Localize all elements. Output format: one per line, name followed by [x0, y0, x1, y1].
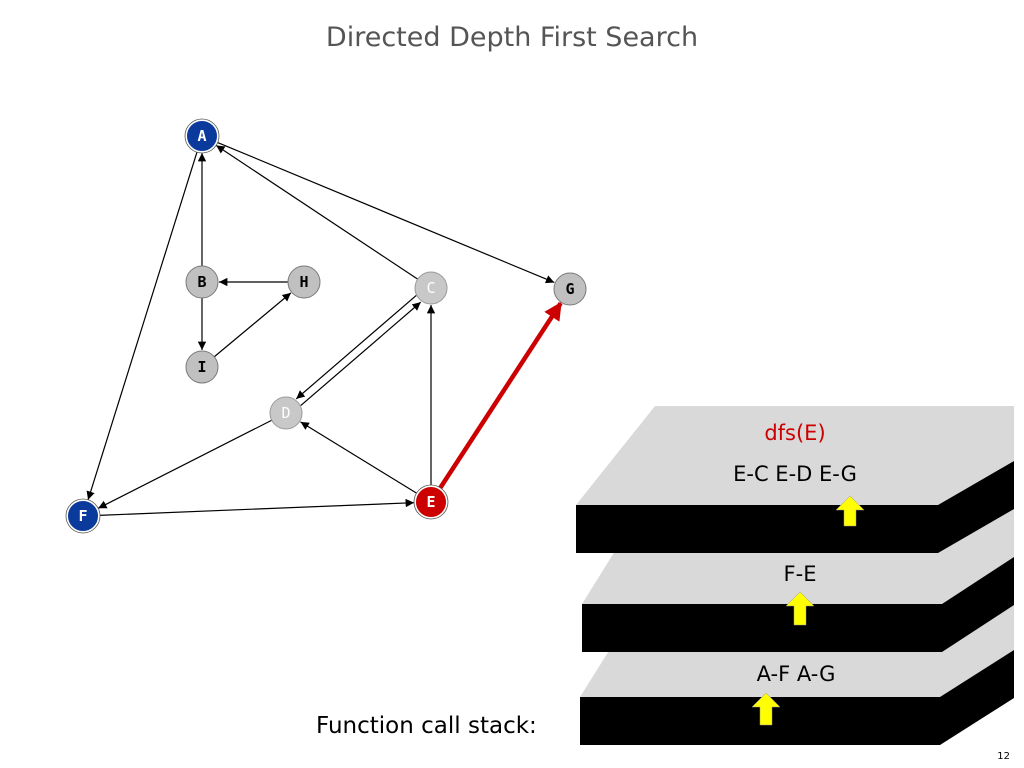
stack-frame-call: dfs(E): [764, 421, 825, 445]
node-label: H: [299, 273, 308, 291]
node-circle: [553, 272, 587, 306]
page-number: 12: [997, 751, 1010, 762]
node-ring: [65, 498, 101, 534]
node-circle: [66, 499, 100, 533]
edge-c-a: [215, 144, 419, 280]
nodes-layer: A B H I C G D F E: [65, 118, 587, 534]
node-label: G: [565, 280, 574, 298]
node-label: A: [197, 127, 206, 145]
yellow-up-arrow-icon: [751, 692, 781, 726]
stack-caption: Function call stack:: [316, 713, 537, 739]
node-ring: [184, 118, 220, 154]
edge-a-f: [86, 151, 198, 500]
node-label: B: [197, 273, 206, 291]
node-circle: [287, 265, 321, 299]
stack-slab-top-face: [576, 406, 1014, 505]
stack-slab-front-face: [582, 604, 942, 652]
stack-slab-side-face: [942, 557, 1014, 652]
stack-slab-front-face: [576, 505, 938, 553]
edge-f-e: [98, 498, 415, 516]
stack-slab-side-face: [940, 650, 1014, 745]
node-circle: [185, 119, 219, 153]
node-e: E: [413, 484, 449, 520]
node-label: E: [426, 493, 435, 511]
node-circle: [414, 485, 448, 519]
edge-i-h: [213, 292, 292, 358]
stack-frame-edges: A-F A-G: [757, 662, 836, 686]
edge-e-d: [300, 421, 418, 495]
edge-a-g: [216, 141, 555, 284]
edge-d-c: [300, 301, 422, 407]
slide-title: Directed Depth First Search: [325, 22, 699, 53]
stack-slab-side-face: [938, 461, 1014, 553]
edges-layer: [86, 141, 563, 516]
node-circle: [414, 271, 448, 305]
node-f: F: [65, 498, 101, 534]
node-label: D: [281, 404, 290, 422]
node-label: C: [426, 279, 435, 297]
node-ring: [413, 484, 449, 520]
node-b: B: [185, 265, 219, 299]
node-h: H: [287, 265, 321, 299]
stack-frame-edges: F-E: [784, 562, 817, 586]
node-c: C: [414, 271, 448, 305]
node-d: D: [269, 396, 303, 430]
yellow-up-arrow-icon: [835, 495, 865, 527]
yellow-up-arrow-icon: [785, 591, 815, 626]
stack-frame-top: dfs(E) E-C E-D E-G: [576, 406, 1014, 553]
edge-e-g: [437, 301, 563, 490]
node-circle: [269, 396, 303, 430]
node-label: F: [78, 507, 87, 525]
node-circle: [185, 350, 219, 384]
node-i: I: [185, 350, 219, 384]
stack-frame-edges: E-C E-D E-G: [733, 462, 857, 486]
node-circle: [185, 265, 219, 299]
node-g: G: [553, 272, 587, 306]
edge-d-f: [97, 419, 273, 509]
node-a: A: [184, 118, 220, 154]
edge-c-d: [295, 294, 417, 400]
node-label: I: [197, 358, 206, 376]
